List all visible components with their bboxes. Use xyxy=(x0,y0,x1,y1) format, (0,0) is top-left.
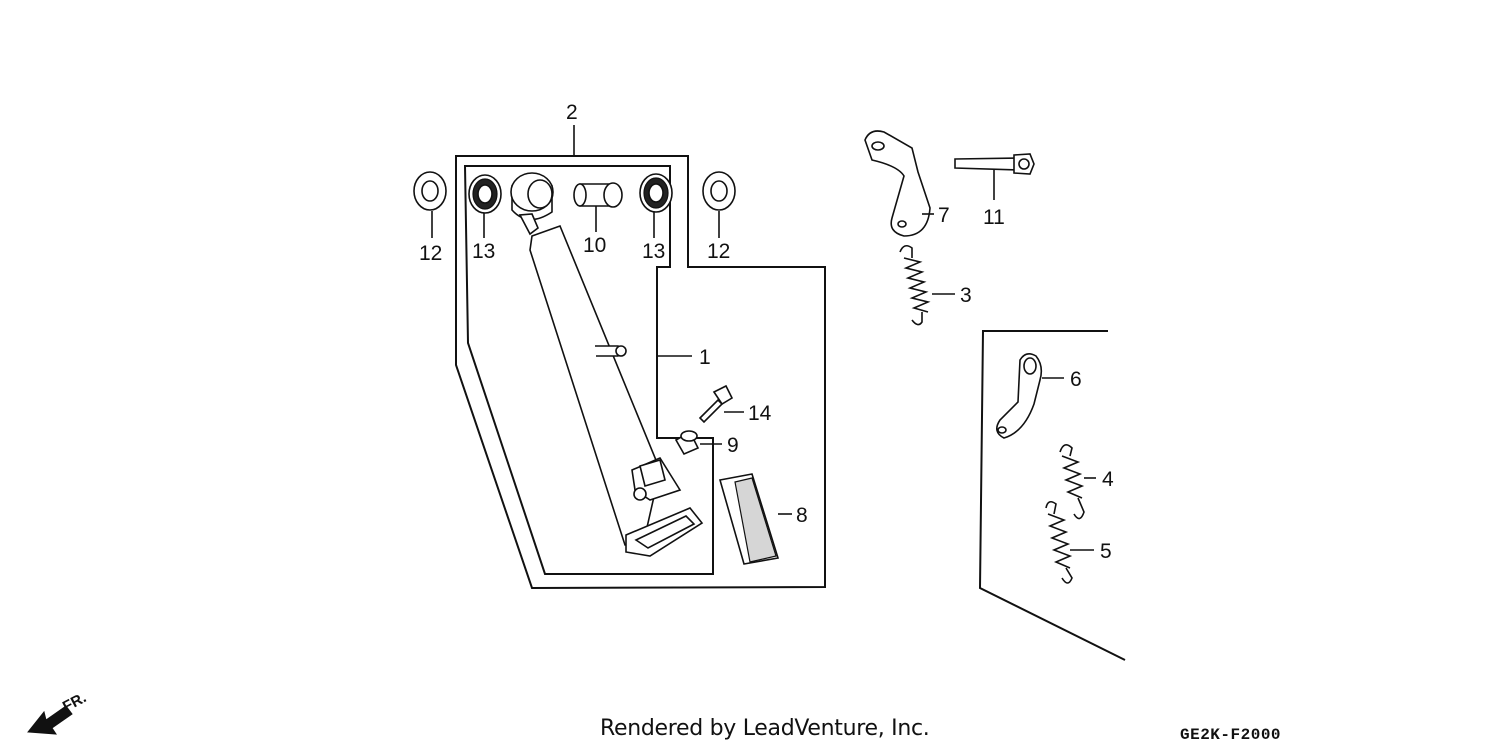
credit-text: Rendered by LeadVenture, Inc. xyxy=(600,716,930,741)
assembly-outline-outer xyxy=(455,155,826,590)
callout-13-left: 13 xyxy=(472,240,495,263)
bearing-right[interactable] xyxy=(639,173,673,238)
callout-10: 10 xyxy=(583,234,606,257)
washer-left[interactable] xyxy=(413,171,447,238)
callout-5: 5 xyxy=(1100,540,1112,563)
bearing-left[interactable] xyxy=(468,174,502,238)
collar[interactable] xyxy=(573,182,623,232)
callout-12-right: 12 xyxy=(707,240,730,263)
front-direction-arrow-icon: FR. xyxy=(27,689,89,735)
callout-3: 3 xyxy=(960,284,972,307)
small-bracket[interactable] xyxy=(996,352,1064,439)
callout-1: 1 xyxy=(699,346,711,369)
callout-12-left: 12 xyxy=(419,242,442,265)
rubber-pad[interactable] xyxy=(718,473,792,565)
washer-right[interactable] xyxy=(702,171,736,238)
callout-7: 7 xyxy=(938,204,950,227)
callout-8: 8 xyxy=(796,504,808,527)
diagram-code: GE2K-F2000 xyxy=(1180,726,1282,744)
flange-bolt[interactable] xyxy=(698,384,744,424)
callout-4: 4 xyxy=(1102,468,1114,491)
long-bolt[interactable] xyxy=(954,153,1035,200)
callout-14: 14 xyxy=(748,402,772,425)
callout-2: 2 xyxy=(566,101,578,124)
side-stand[interactable] xyxy=(510,172,704,557)
spring-right-lower[interactable] xyxy=(1045,500,1094,584)
spring-right-upper[interactable] xyxy=(1059,444,1096,520)
callout-11: 11 xyxy=(983,206,1005,229)
callout-9: 9 xyxy=(727,434,739,457)
bracket-plate[interactable] xyxy=(864,130,934,237)
side-group-outline xyxy=(978,330,1126,661)
spacer[interactable] xyxy=(674,430,722,456)
callout-13-right: 13 xyxy=(642,240,665,263)
callout-6: 6 xyxy=(1070,368,1082,391)
spring-upper[interactable] xyxy=(899,244,955,326)
